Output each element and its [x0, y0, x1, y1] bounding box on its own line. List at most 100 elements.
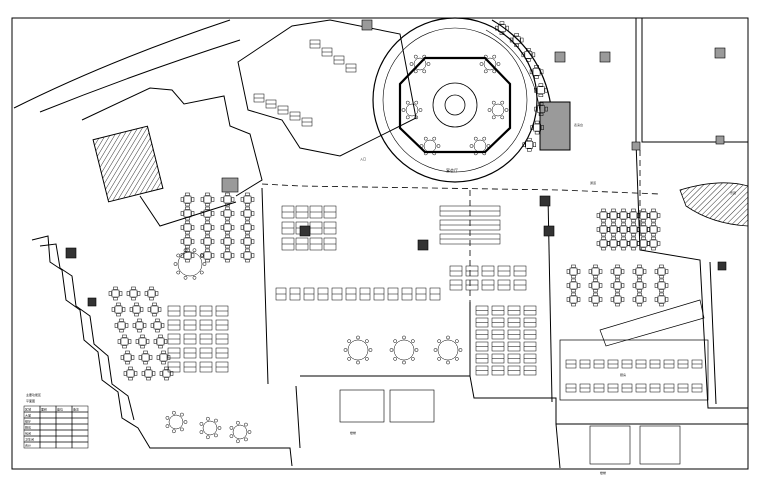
- booth: [491, 317, 505, 328]
- legend-cell: [71, 429, 89, 437]
- booth: [523, 353, 537, 364]
- booth: [593, 383, 605, 393]
- booth: [333, 55, 345, 65]
- booth: [439, 219, 501, 231]
- legend-cell-text: 厨房: [25, 425, 31, 430]
- booth: [635, 383, 647, 393]
- booth: [373, 287, 385, 301]
- table-set: [240, 206, 255, 221]
- booth: [649, 359, 661, 369]
- legend-cell: [55, 417, 73, 425]
- booth: [523, 365, 537, 376]
- table-set: [240, 248, 255, 263]
- legend-cell: [55, 423, 73, 431]
- booth: [215, 347, 229, 359]
- banquet-label: 宴会厅: [446, 167, 458, 173]
- table-set: [646, 208, 661, 223]
- booth: [281, 205, 295, 219]
- table-set: [654, 278, 669, 293]
- booth: [475, 341, 489, 352]
- table-set: [616, 236, 631, 251]
- legend-cell: [39, 435, 57, 443]
- table-set: [220, 206, 235, 221]
- booth: [345, 63, 357, 73]
- booth: [183, 361, 197, 373]
- booth: [579, 383, 591, 393]
- legend-cell: [39, 441, 57, 449]
- booth: [565, 359, 577, 369]
- booth: [215, 305, 229, 317]
- round-table: [343, 335, 373, 365]
- table-set: [108, 286, 123, 301]
- stair-b-label: 楼梯: [600, 470, 606, 475]
- booth: [475, 317, 489, 328]
- legend-cell: [55, 435, 73, 443]
- table-set: [509, 33, 524, 47]
- booth: [523, 341, 537, 352]
- booth: [401, 287, 413, 301]
- booth: [621, 359, 633, 369]
- table-set: [240, 220, 255, 235]
- round-table: [469, 136, 491, 156]
- table-set: [200, 234, 215, 249]
- round-table: [199, 416, 222, 440]
- table-set: [529, 65, 544, 79]
- booth: [309, 221, 323, 235]
- table-set: [150, 318, 165, 333]
- booth: [253, 93, 265, 103]
- booth: [565, 383, 577, 393]
- booth: [491, 305, 505, 316]
- table-set: [144, 286, 159, 301]
- legend-title: 主要功能区: [26, 392, 41, 397]
- table-set: [117, 334, 132, 349]
- booth: [523, 305, 537, 316]
- legend-cell-text: 座位: [57, 407, 63, 412]
- booth: [295, 205, 309, 219]
- booth: [321, 47, 333, 57]
- stair-a-label: 楼梯: [350, 430, 356, 435]
- booth: [183, 305, 197, 317]
- booth: [215, 361, 229, 373]
- table-set: [654, 292, 669, 307]
- table-set: [606, 222, 621, 237]
- booth: [317, 287, 329, 301]
- table-set: [220, 234, 235, 249]
- booth: [507, 305, 521, 316]
- table-set: [534, 83, 548, 97]
- booth: [593, 359, 605, 369]
- booth: [513, 279, 527, 291]
- table-set: [200, 192, 215, 207]
- stage-octagon: [398, 56, 512, 154]
- booth: [513, 265, 527, 277]
- booth: [579, 359, 591, 369]
- booth: [507, 353, 521, 364]
- booth: [677, 359, 689, 369]
- booth: [429, 287, 441, 301]
- legend-cell: [39, 423, 57, 431]
- table-set: [588, 292, 603, 307]
- table-set: [200, 248, 215, 263]
- booth: [691, 383, 703, 393]
- table-set: [616, 208, 631, 223]
- lower-stairs: [339, 389, 681, 465]
- table-set: [156, 350, 171, 365]
- legend-cell-text: 大堂: [25, 413, 31, 418]
- column-markers: [65, 19, 727, 307]
- legend-cell-text: 合计: [25, 443, 31, 448]
- table-set: [521, 48, 536, 62]
- legend-cell-text: 区域: [25, 407, 31, 412]
- landscape-hatch: [679, 182, 749, 227]
- booth: [167, 361, 181, 373]
- booth: [481, 265, 495, 277]
- table-set: [606, 208, 621, 223]
- table-set: [646, 222, 661, 237]
- booth: [507, 329, 521, 340]
- booth: [491, 365, 505, 376]
- booth: [465, 265, 479, 277]
- booth: [497, 265, 511, 277]
- booth: [491, 329, 505, 340]
- booth: [475, 305, 489, 316]
- booth: [167, 319, 181, 331]
- booth: [309, 205, 323, 219]
- table-set: [632, 278, 647, 293]
